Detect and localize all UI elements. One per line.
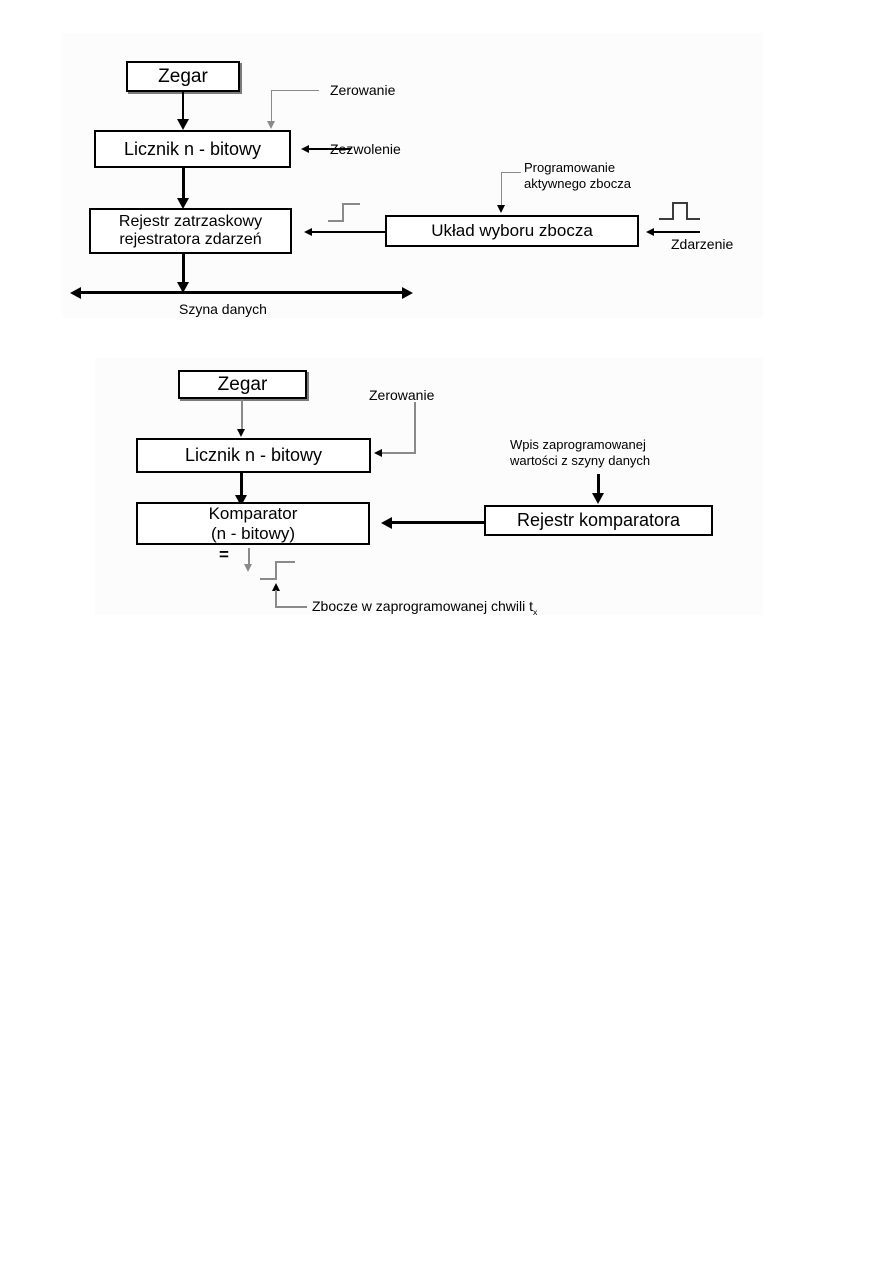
waveform-output-low-segment-2 (260, 578, 276, 580)
arrowhead-rejestr-to-komparator-2 (381, 517, 392, 529)
arrowhead-zezwolenie-1 (301, 145, 309, 153)
label-zezwolenie-1: Zezwolenie (330, 141, 401, 157)
connector-zerowanie-horizontal-1 (271, 90, 319, 91)
label-szyna-danych-1: Szyna danych (179, 301, 267, 317)
connector-zezwolenie-1 (308, 148, 351, 150)
block-komparator-2: Komparator (n - bitowy) (136, 502, 370, 545)
connector-zegar-to-licznik-2 (241, 399, 243, 431)
connector-zegar-to-licznik-1 (182, 92, 184, 121)
connector-uklad-to-rejestr-1 (311, 231, 385, 233)
block-licznik-1: Licznik n - bitowy (94, 130, 291, 168)
connector-zerowanie-vertical-2 (414, 402, 416, 453)
arrowhead-rejestr-to-szyna-1 (177, 282, 189, 293)
waveform-pulse-right-segment-1 (686, 218, 700, 220)
label-zerowanie-1: Zerowanie (330, 82, 396, 98)
waveform-step-high-segment-1 (342, 203, 360, 205)
block-uklad-wyboru-zbocza-1: Układ wyboru zbocza (385, 215, 639, 247)
arrowhead-licznik-to-rejestr-1 (177, 198, 189, 209)
arrowhead-uklad-to-rejestr-1 (304, 228, 312, 236)
waveform-output-rise-2 (275, 561, 277, 580)
block-rejestr-komparatora-2: Rejestr komparatora (484, 505, 713, 536)
connector-licznik-to-rejestr-1 (182, 168, 185, 201)
output-caption-subscript: x (532, 606, 538, 617)
arrowhead-output-caption-2 (272, 583, 280, 591)
waveform-step-low-segment-1 (328, 220, 343, 222)
waveform-pulse-left-segment-1 (659, 218, 673, 220)
arrowhead-zerowanie-1 (267, 121, 275, 129)
label-zdarzenie-1: Zdarzenie (671, 236, 734, 252)
data-bus-line-1 (80, 291, 404, 294)
diagram-2-panel (95, 358, 763, 615)
connector-rejestr-to-szyna-1 (182, 254, 185, 285)
connector-output-caption-vertical-2 (275, 590, 277, 607)
block-licznik-2: Licznik n - bitowy (136, 438, 371, 473)
arrowhead-zdarzenie-1 (646, 228, 654, 236)
arrowhead-zerowanie-2 (374, 449, 382, 457)
arrowhead-zegar-to-licznik-1 (177, 119, 189, 130)
arrowhead-zegar-to-licznik-2 (237, 429, 245, 437)
label-zerowanie-2: Zerowanie (369, 387, 435, 403)
block-zegar-2: Zegar (178, 370, 307, 399)
connector-zdarzenie-1 (653, 231, 700, 233)
label-output-caption-2: Zbocze w zaprogramowanej chwili tx (312, 598, 537, 617)
connector-zerowanie-vertical-1 (271, 90, 272, 123)
connector-wpis-vertical-2 (597, 474, 600, 496)
arrowhead-programowanie-1 (497, 205, 505, 213)
connector-output-caption-horizontal-2 (275, 606, 307, 608)
waveform-step-rise-1 (342, 203, 344, 222)
label-wpis-zaprogramowanej-wartosci-2: Wpis zaprogramowanej wartości z szyny da… (510, 437, 651, 468)
waveform-pulse-rise-1 (672, 202, 674, 220)
connector-programowanie-vertical-1 (501, 172, 502, 207)
arrowhead-licznik-to-komparator-2 (235, 495, 247, 506)
block-rejestr-zatrzaskowy-1: Rejestr zatrzaskowy rejestratora zdarzeń (89, 208, 292, 254)
data-bus-arrowhead-left-1 (70, 287, 81, 299)
output-caption-text: Zbocze w zaprogramowanej chwili t (312, 598, 533, 614)
label-programowanie-aktywnego-zbocza-1: Programowanie aktywnego zbocza (524, 160, 631, 191)
waveform-pulse-fall-1 (686, 202, 688, 220)
waveform-pulse-top-segment-1 (672, 202, 687, 204)
connector-programowanie-horizontal-1 (501, 172, 521, 173)
block-zegar-1: Zegar (126, 61, 240, 92)
label-equal-sign-2: = (219, 545, 229, 564)
connector-zerowanie-horizontal-2 (382, 452, 416, 454)
data-bus-arrowhead-right-1 (402, 287, 413, 299)
arrowhead-komparator-output-2 (244, 564, 252, 572)
connector-komparator-output-2 (248, 548, 250, 568)
connector-licznik-to-komparator-2 (240, 473, 243, 498)
arrowhead-wpis-2 (592, 493, 604, 504)
waveform-output-high-segment-2 (275, 561, 295, 563)
connector-rejestr-to-komparator-2 (392, 521, 484, 524)
